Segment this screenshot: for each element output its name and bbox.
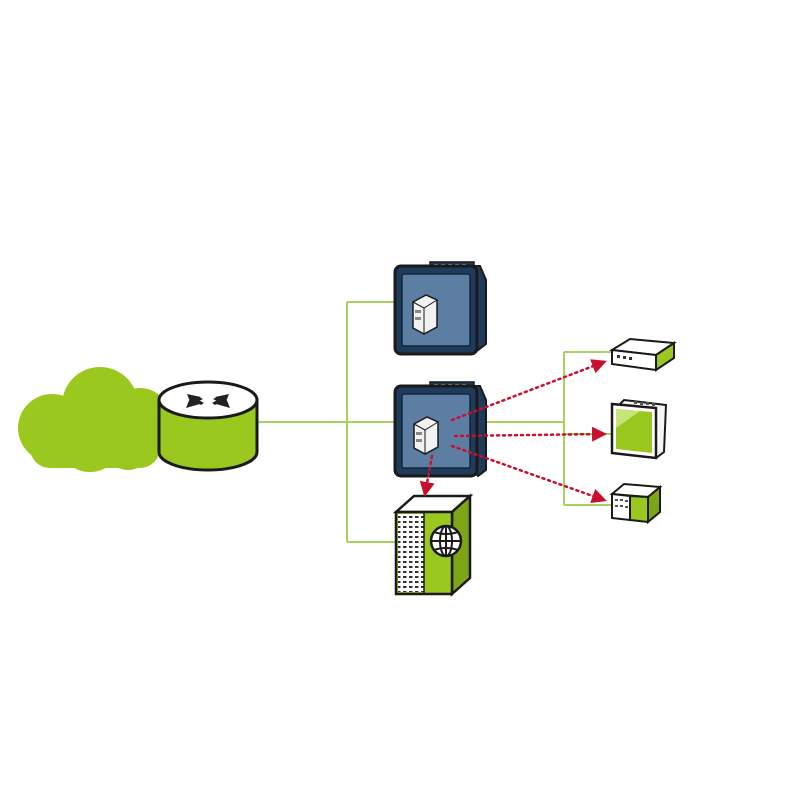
module-icon — [413, 416, 439, 455]
io-module-icon — [609, 482, 663, 525]
hmi-panel-icon-top — [393, 261, 487, 356]
router-icon — [157, 380, 259, 472]
cloud-icon — [18, 367, 170, 472]
web-server-icon — [392, 493, 474, 597]
flow-arrow-to-touch-panel — [453, 426, 607, 442]
data-flow-arrows — [419, 359, 607, 504]
flow-arrow-to-controller-box — [450, 359, 607, 422]
flow-arrow-to-io-module — [450, 444, 607, 504]
touch-panel-icon — [610, 398, 668, 460]
flow-arrow-to-web-server — [419, 454, 435, 497]
globe-icon — [429, 524, 463, 558]
controller-box-icon — [608, 337, 677, 372]
hmi-panel-icon-main — [393, 381, 487, 478]
module-icon — [412, 294, 438, 335]
